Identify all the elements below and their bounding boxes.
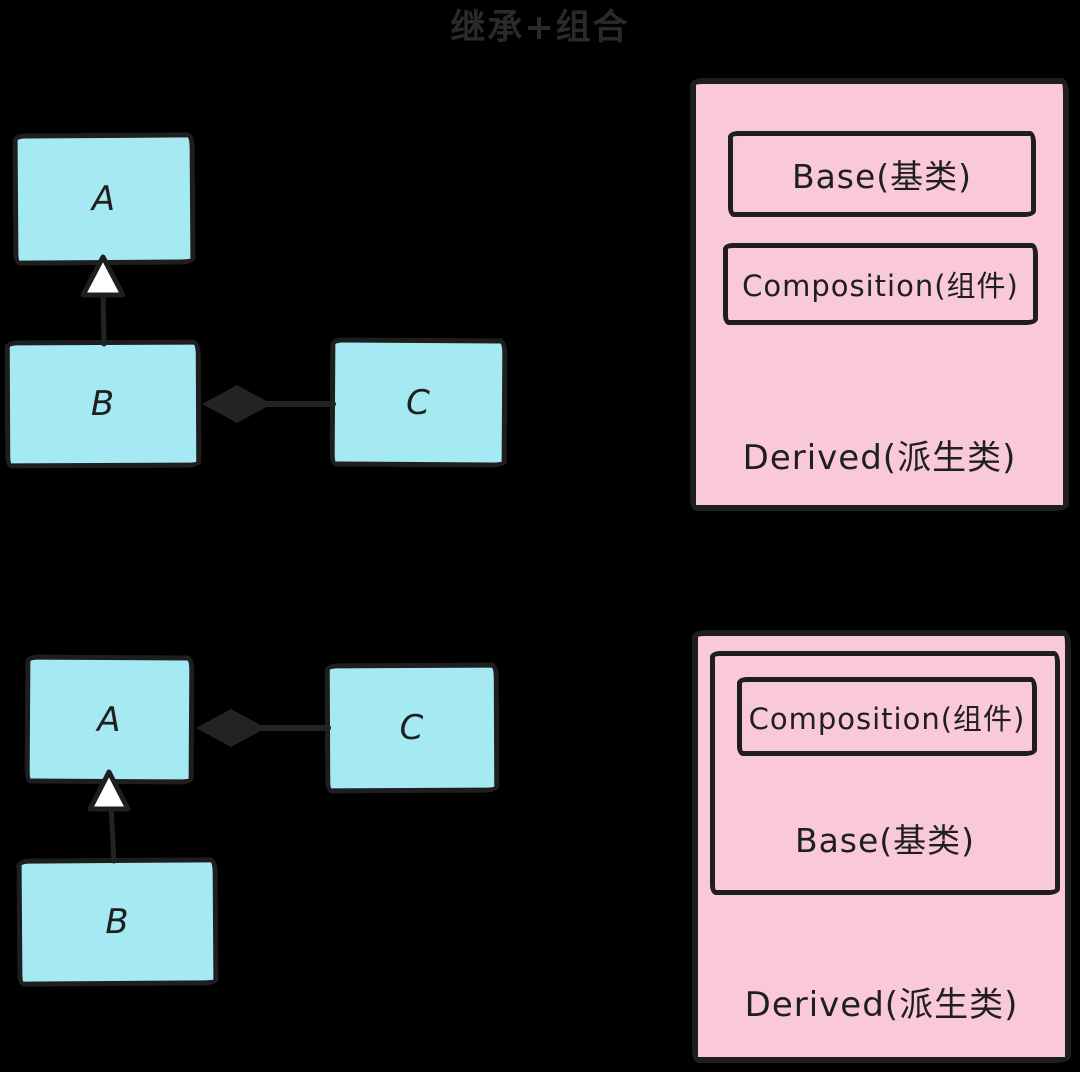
base-label: Base(基类) [794,821,976,860]
composition-inside-base-box: Composition(组件) [737,677,1037,756]
class-box-a-top-label: A [91,178,117,220]
class-box-b-bottom: B [16,857,219,987]
class-box-c-top: C [329,337,508,468]
base-slot-box: Base(基类) [728,131,1036,217]
composition-diamond-icon-top [202,385,272,423]
base-slot-label: Base(基类) [791,157,973,196]
class-box-c-bottom-label: C [399,707,425,749]
composition-inside-base-label: Composition(组件) [748,701,1026,736]
base-label-row: Base(基类) [715,798,1055,878]
diagram-title: 继承+组合 [450,8,630,48]
inheritance-line-bottom [108,803,117,864]
derived-label: Derived(派生类) [742,437,1017,478]
composition-slot-label: Composition(组件) [742,269,1019,303]
class-box-a-bottom-label: A [97,699,122,740]
inheritance-line-top [100,285,107,347]
memory-layout-panel-bottom: Composition(组件) Base(基类) Derived(派生类) [692,630,1071,1063]
composition-diamond-icon-bottom [196,709,266,747]
class-box-a-bottom: A [24,654,195,785]
class-box-b-top: B [4,339,202,469]
memory-layout-panel-top: Base(基类) Composition(组件) Derived(派生类) [690,78,1069,511]
composition-slot-box: Composition(组件) [723,243,1038,325]
class-box-b-bottom-label: B [105,901,130,943]
class-box-c-bottom: C [324,662,500,794]
class-box-b-top-label: B [90,383,116,425]
class-box-a-top: A [12,132,196,266]
derived-label-row-bottom: Derived(派生类) [698,961,1065,1041]
base-container-box: Composition(组件) Base(基类) [710,651,1060,895]
derived-label-bottom: Derived(派生类) [744,984,1019,1025]
derived-label-row: Derived(派生类) [696,414,1063,494]
class-box-c-top-label: C [406,382,431,423]
